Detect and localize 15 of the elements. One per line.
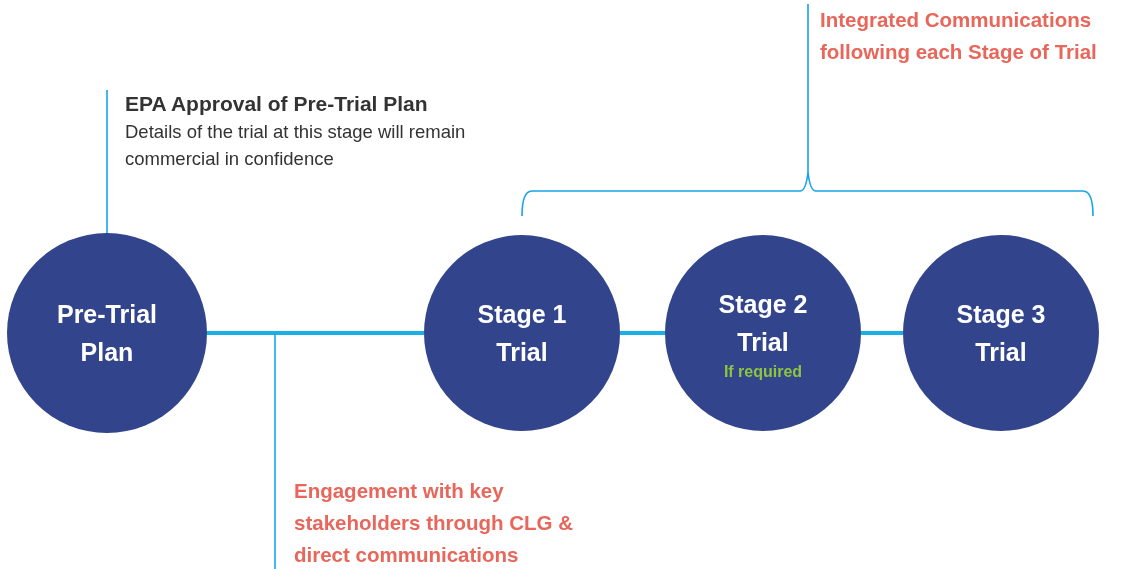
stage-title: Stage 3 Trial	[955, 299, 1047, 368]
stage-title: Stage 1 Trial	[476, 299, 568, 368]
callout-text: Integrated Communications following each Stage of Trial	[820, 7, 1098, 65]
leader-line	[274, 332, 276, 569]
stage-note: If required	[723, 363, 803, 381]
stage-title: Stage 2 Trial	[717, 289, 809, 358]
callout-text: Engagement with key stakeholders through CLG & direct communications	[294, 478, 575, 568]
stage-title: Pre-Trial Plan	[55, 299, 159, 368]
leader-line	[106, 89, 108, 234]
note-heading: EPA Approval of Pre-Trial Plan	[125, 91, 429, 117]
connector-line	[207, 331, 424, 335]
connector-line	[620, 331, 665, 335]
note-text: Details of the trial at this stage will remain commercial in confidence	[125, 120, 467, 171]
leader-line	[807, 3, 809, 173]
connector-line	[861, 331, 903, 335]
